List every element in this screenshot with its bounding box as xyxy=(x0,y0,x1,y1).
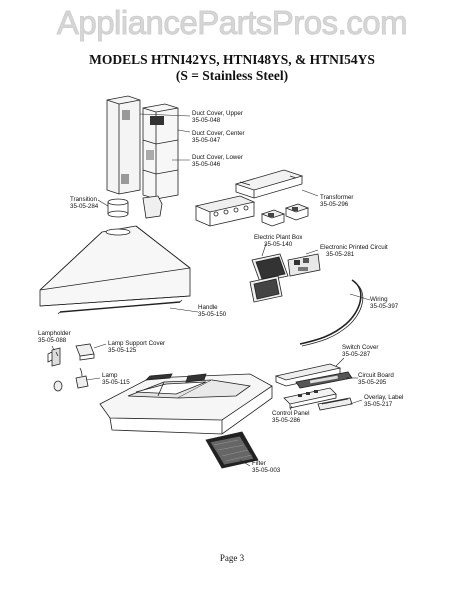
watermark: AppliancePartsPros.com xyxy=(56,4,408,42)
wiring-part xyxy=(299,279,364,347)
duct-cover-center-part xyxy=(142,103,179,200)
motor-block-part xyxy=(194,195,256,227)
control-panel-part xyxy=(283,387,337,409)
lamp-part xyxy=(53,367,89,392)
switch-cover-part xyxy=(274,363,342,387)
transformer-blocks xyxy=(260,203,310,227)
duct-cover-upper-part xyxy=(106,95,141,195)
page-number: Page 3 xyxy=(219,553,245,563)
diagram-subtitle: (S = Stainless Steel) xyxy=(175,68,289,83)
hood-body-part xyxy=(99,373,273,435)
lamp-support-cover-part xyxy=(75,343,95,361)
diagram-title: MODELS HTNI42YS, HTNI48YS, & HTNI54YS xyxy=(89,52,375,67)
electronic-printed-circuit-part xyxy=(287,253,321,277)
lampholder-part xyxy=(47,347,61,367)
electric-plant-box-part xyxy=(249,253,289,303)
transition-part xyxy=(107,195,163,219)
transformer-part xyxy=(234,169,304,199)
hood-canopy-part xyxy=(39,225,191,315)
overlay-label-part xyxy=(317,397,353,411)
filter-part xyxy=(205,431,259,469)
leader-lines xyxy=(51,113,371,467)
